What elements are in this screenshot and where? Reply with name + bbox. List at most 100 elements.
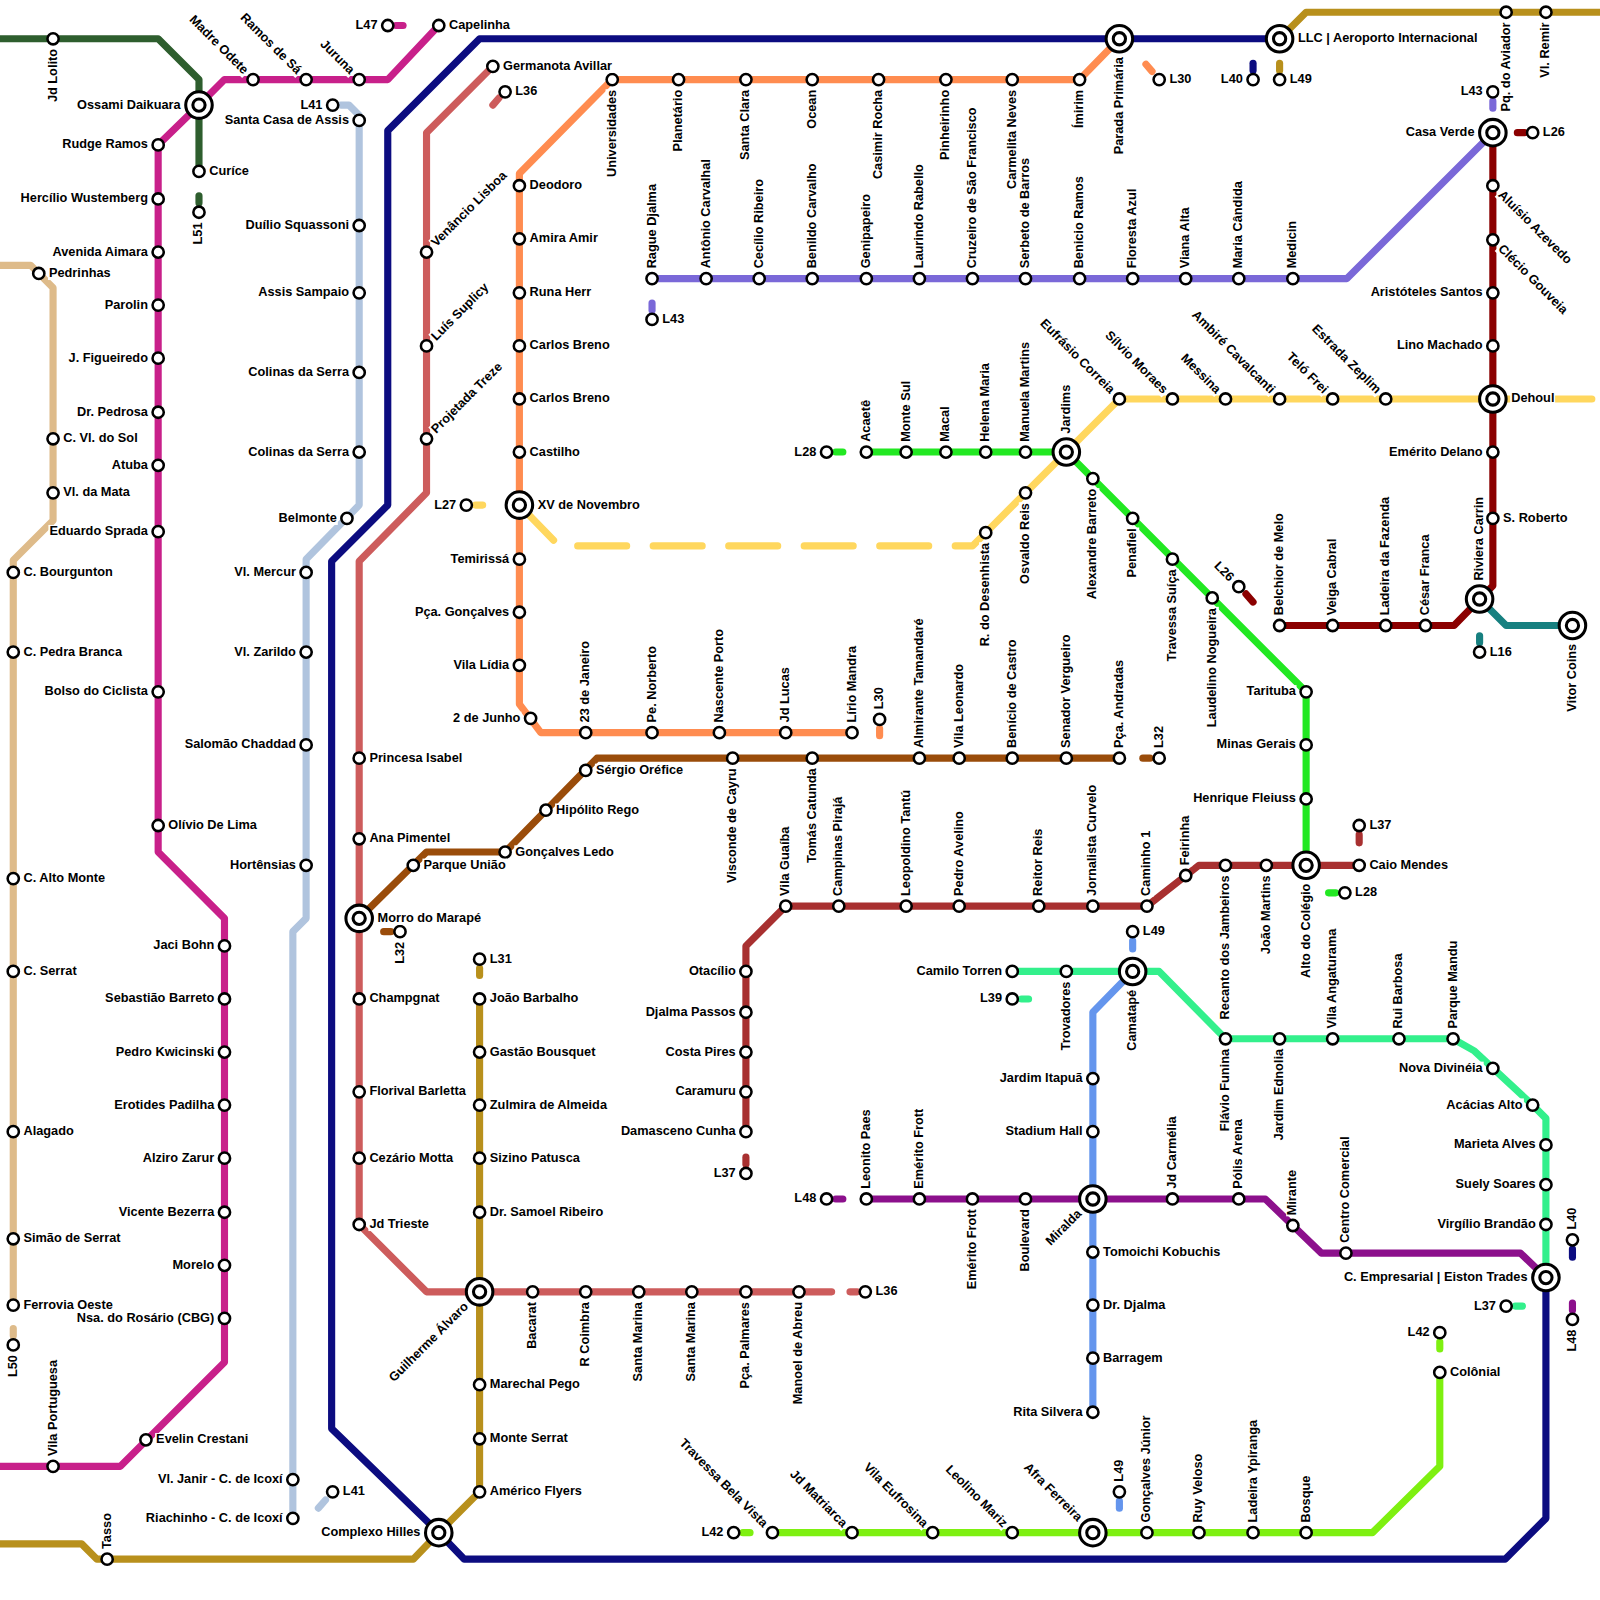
station-label: Parada Primária [1113, 56, 1126, 155]
station-label: Marieta Alves [1453, 1138, 1537, 1151]
station-dot [914, 273, 925, 284]
station-label: Assis Sampaio [257, 286, 350, 299]
station-dot [8, 1299, 19, 1310]
station-dot [47, 33, 58, 44]
station-dot [354, 1086, 365, 1097]
station-dot [1287, 1220, 1298, 1231]
station-dot [1501, 7, 1512, 18]
interchange-ring [1533, 1264, 1560, 1291]
station-label: Teló Frei [1283, 349, 1331, 397]
station-label: Miralda [1043, 1207, 1085, 1249]
station-dot [740, 1007, 751, 1018]
station-label: Jd Trieste [368, 1218, 430, 1231]
station-label: L51 [192, 221, 205, 245]
station-label: L36 [874, 1285, 898, 1298]
interchange-core [513, 499, 525, 511]
station-label: C. Bourgunton [22, 566, 113, 579]
station-label: Pedro Avelino [952, 810, 965, 897]
station-label: Leolino Mariz [942, 1462, 1011, 1531]
station-dot [499, 86, 510, 97]
station-dot [901, 901, 912, 912]
station-label: Olívio De Lima [167, 819, 258, 832]
station-dot [219, 1099, 230, 1110]
station-dot [514, 660, 525, 671]
station-label: Leonito Paes [860, 1108, 873, 1189]
station-label: Carlos Breno [529, 339, 611, 352]
station-label: Emérito Frott [913, 1108, 926, 1190]
station-label: Eduardo Sprada [48, 525, 149, 538]
station-label: Florival Barletta [368, 1085, 466, 1098]
station-label: Vl. Zarildo [233, 645, 297, 658]
station-dot [354, 753, 365, 764]
station-dot [754, 273, 765, 284]
metro-line [359, 758, 1119, 918]
station-label: L43 [661, 313, 685, 326]
station-dot [1301, 1527, 1312, 1538]
station-label: João Barbalho [489, 992, 580, 1005]
station-dot [287, 1513, 298, 1524]
station-dot [8, 567, 19, 578]
interchange-core [1087, 1193, 1099, 1205]
station-dot [1540, 7, 1551, 18]
station-dot [140, 1434, 151, 1445]
station-dot [927, 1527, 938, 1538]
station-dot [327, 99, 338, 110]
station-label: João Martins [1260, 874, 1273, 955]
metro-line [746, 865, 1359, 1132]
interchange-core [433, 1527, 445, 1539]
station-dot [153, 686, 164, 697]
station-dot [1354, 820, 1365, 831]
station-label: Jd Lolito [46, 48, 59, 103]
interchange-ring [1266, 26, 1293, 53]
interchange-ring [1480, 119, 1507, 146]
station-dot [1327, 620, 1338, 631]
station-dot [1114, 1486, 1125, 1497]
station-label: Colônial [1449, 1366, 1501, 1379]
station-label: Acácias Alto [1445, 1098, 1523, 1111]
station-label: L48 [1566, 1329, 1579, 1353]
station-dot [1020, 487, 1031, 498]
station-dot [580, 1286, 591, 1297]
line-stub [1021, 995, 1028, 1002]
station-label: Luís Suplicy [428, 280, 492, 344]
station-dot [219, 1046, 230, 1057]
station-label: Afra Ferreira [1020, 1460, 1085, 1525]
station-label: Casimir Rocha [872, 89, 885, 180]
station-label: L28 [793, 445, 817, 458]
station-dot [1527, 127, 1538, 138]
station-label: Messina [1177, 351, 1224, 398]
station-dot [1220, 860, 1231, 871]
station-dot [1154, 74, 1165, 85]
station-label: L47 [355, 19, 379, 32]
station-label: Jardim Ednolia [1273, 1048, 1286, 1141]
station-dot [1540, 1139, 1551, 1150]
station-dot [1087, 1126, 1098, 1137]
station-dot [740, 1086, 751, 1097]
station-dot [474, 993, 485, 1004]
station-dot [1207, 592, 1218, 603]
station-label: Lino Machado [1396, 339, 1484, 352]
station-dot [1007, 1527, 1018, 1538]
line-stub [1356, 835, 1363, 843]
station-label: Feirinha [1179, 815, 1192, 867]
station-label: Ocean [806, 89, 819, 130]
station-label: Parolin [104, 298, 149, 311]
station-label: Jardims [1060, 384, 1073, 435]
station-label: Bacarat [526, 1301, 539, 1350]
station-label: Osvaldo Reis [1019, 502, 1032, 585]
station-label: Hipólito Rego [555, 804, 640, 817]
station-dot [1020, 1193, 1031, 1204]
station-label: Ana Pimentel [368, 832, 451, 845]
station-dot [514, 554, 525, 565]
station-dot [1180, 273, 1191, 284]
station-dot [1487, 513, 1498, 524]
station-label: Sérgio Oréfice [595, 764, 684, 777]
line-stub [1116, 1501, 1123, 1508]
station-label: Duílio Squassoni [244, 219, 350, 232]
station-label: L40 [1566, 1207, 1579, 1231]
station-dot [382, 20, 393, 31]
metro-line [652, 133, 1493, 279]
station-dot [153, 407, 164, 418]
station-label: Juruna [316, 37, 357, 78]
station-dot [780, 727, 791, 738]
